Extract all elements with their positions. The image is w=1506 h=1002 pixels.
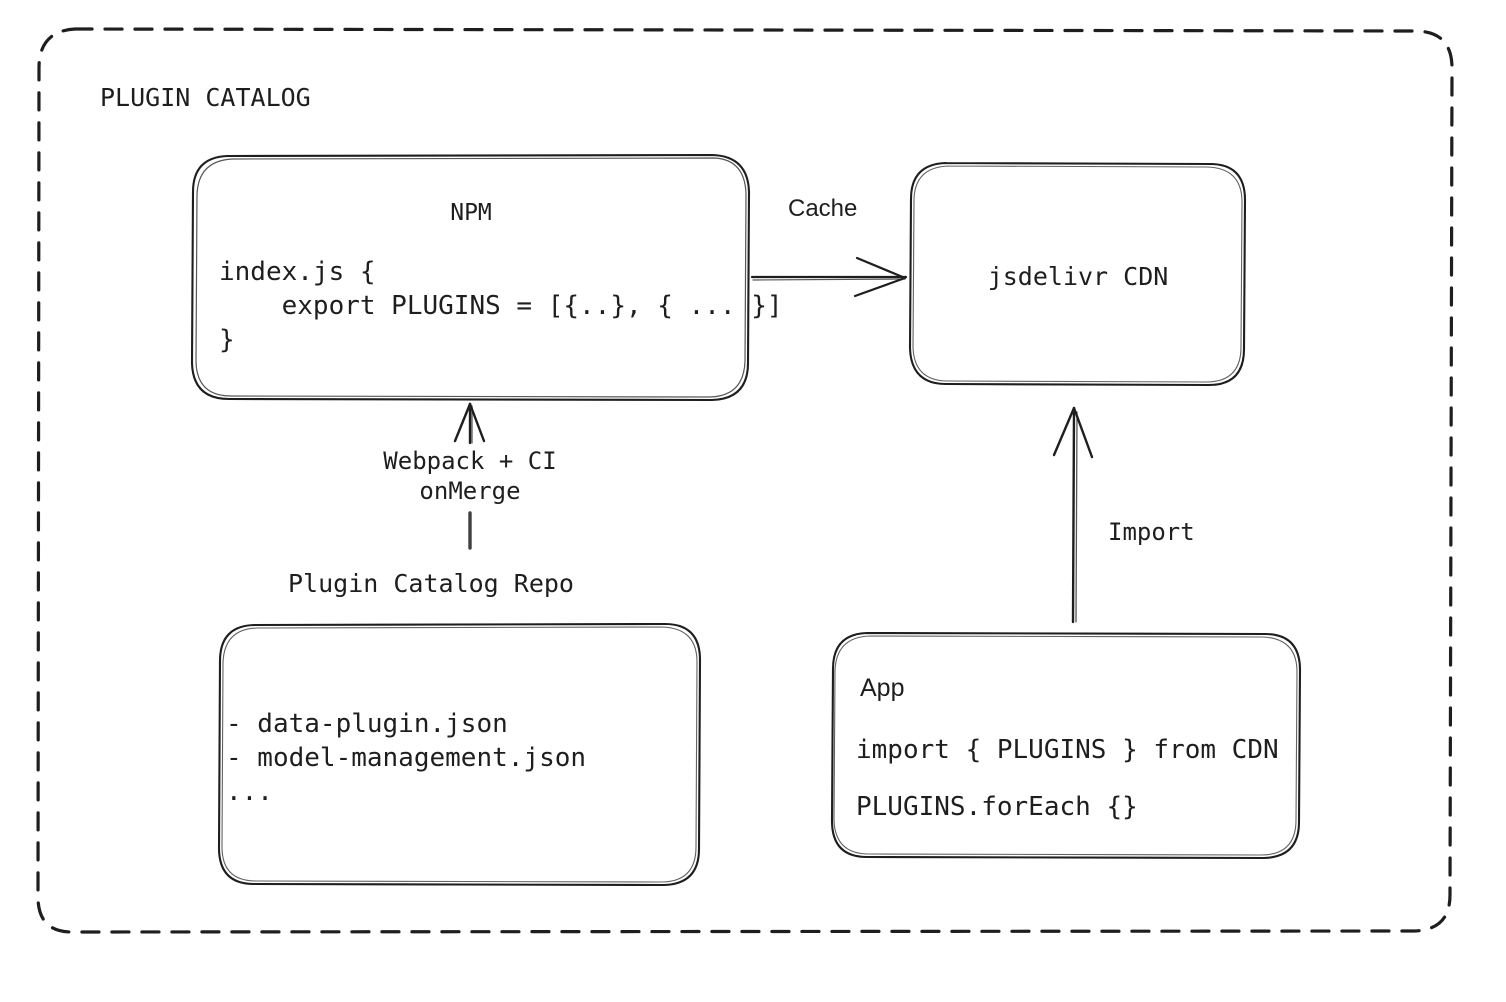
app-code-line-1: import { PLUGINS } from CDN (856, 735, 1279, 765)
app-title: App (860, 674, 905, 702)
app-code-line-2: PLUGINS.forEach {} (856, 792, 1138, 822)
edge-app-to-cdn (1052, 406, 1094, 624)
edge-label-import: Import (1108, 518, 1195, 546)
node-npm[interactable]: NPM index.js { export PLUGINS = [{..}, {… (192, 155, 783, 401)
edge-label-webpack-ci: Webpack + CI onMerge (330, 446, 610, 506)
repo-file-line-3: ... (226, 777, 273, 807)
npm-code-line-3: } (219, 325, 235, 355)
edge-label-webpack-ci-line-2: onMerge (419, 477, 521, 505)
repo-file-line-1: - data-plugin.json (226, 709, 508, 739)
cdn-title: jsdelivr CDN (987, 262, 1169, 291)
repo-caption: Plugin Catalog Repo (288, 569, 574, 598)
edge-label-cache: Cache (788, 195, 858, 222)
repo-file-line-2: - model-management.json (226, 743, 587, 773)
node-repo[interactable]: - data-plugin.json - model-management.js… (219, 624, 701, 886)
npm-code-line-2: export PLUGINS = [{..}, { ... }] (219, 291, 783, 321)
group-label: PLUGIN CATALOG (100, 83, 311, 112)
node-app[interactable]: App import { PLUGINS } from CDN PLUGINS.… (832, 633, 1301, 859)
edge-label-webpack-ci-line-1: Webpack + CI (383, 447, 557, 475)
node-cdn[interactable]: jsdelivr CDN (910, 163, 1246, 386)
npm-title: NPM (450, 200, 492, 226)
npm-code-line-1: index.js { (219, 257, 376, 287)
